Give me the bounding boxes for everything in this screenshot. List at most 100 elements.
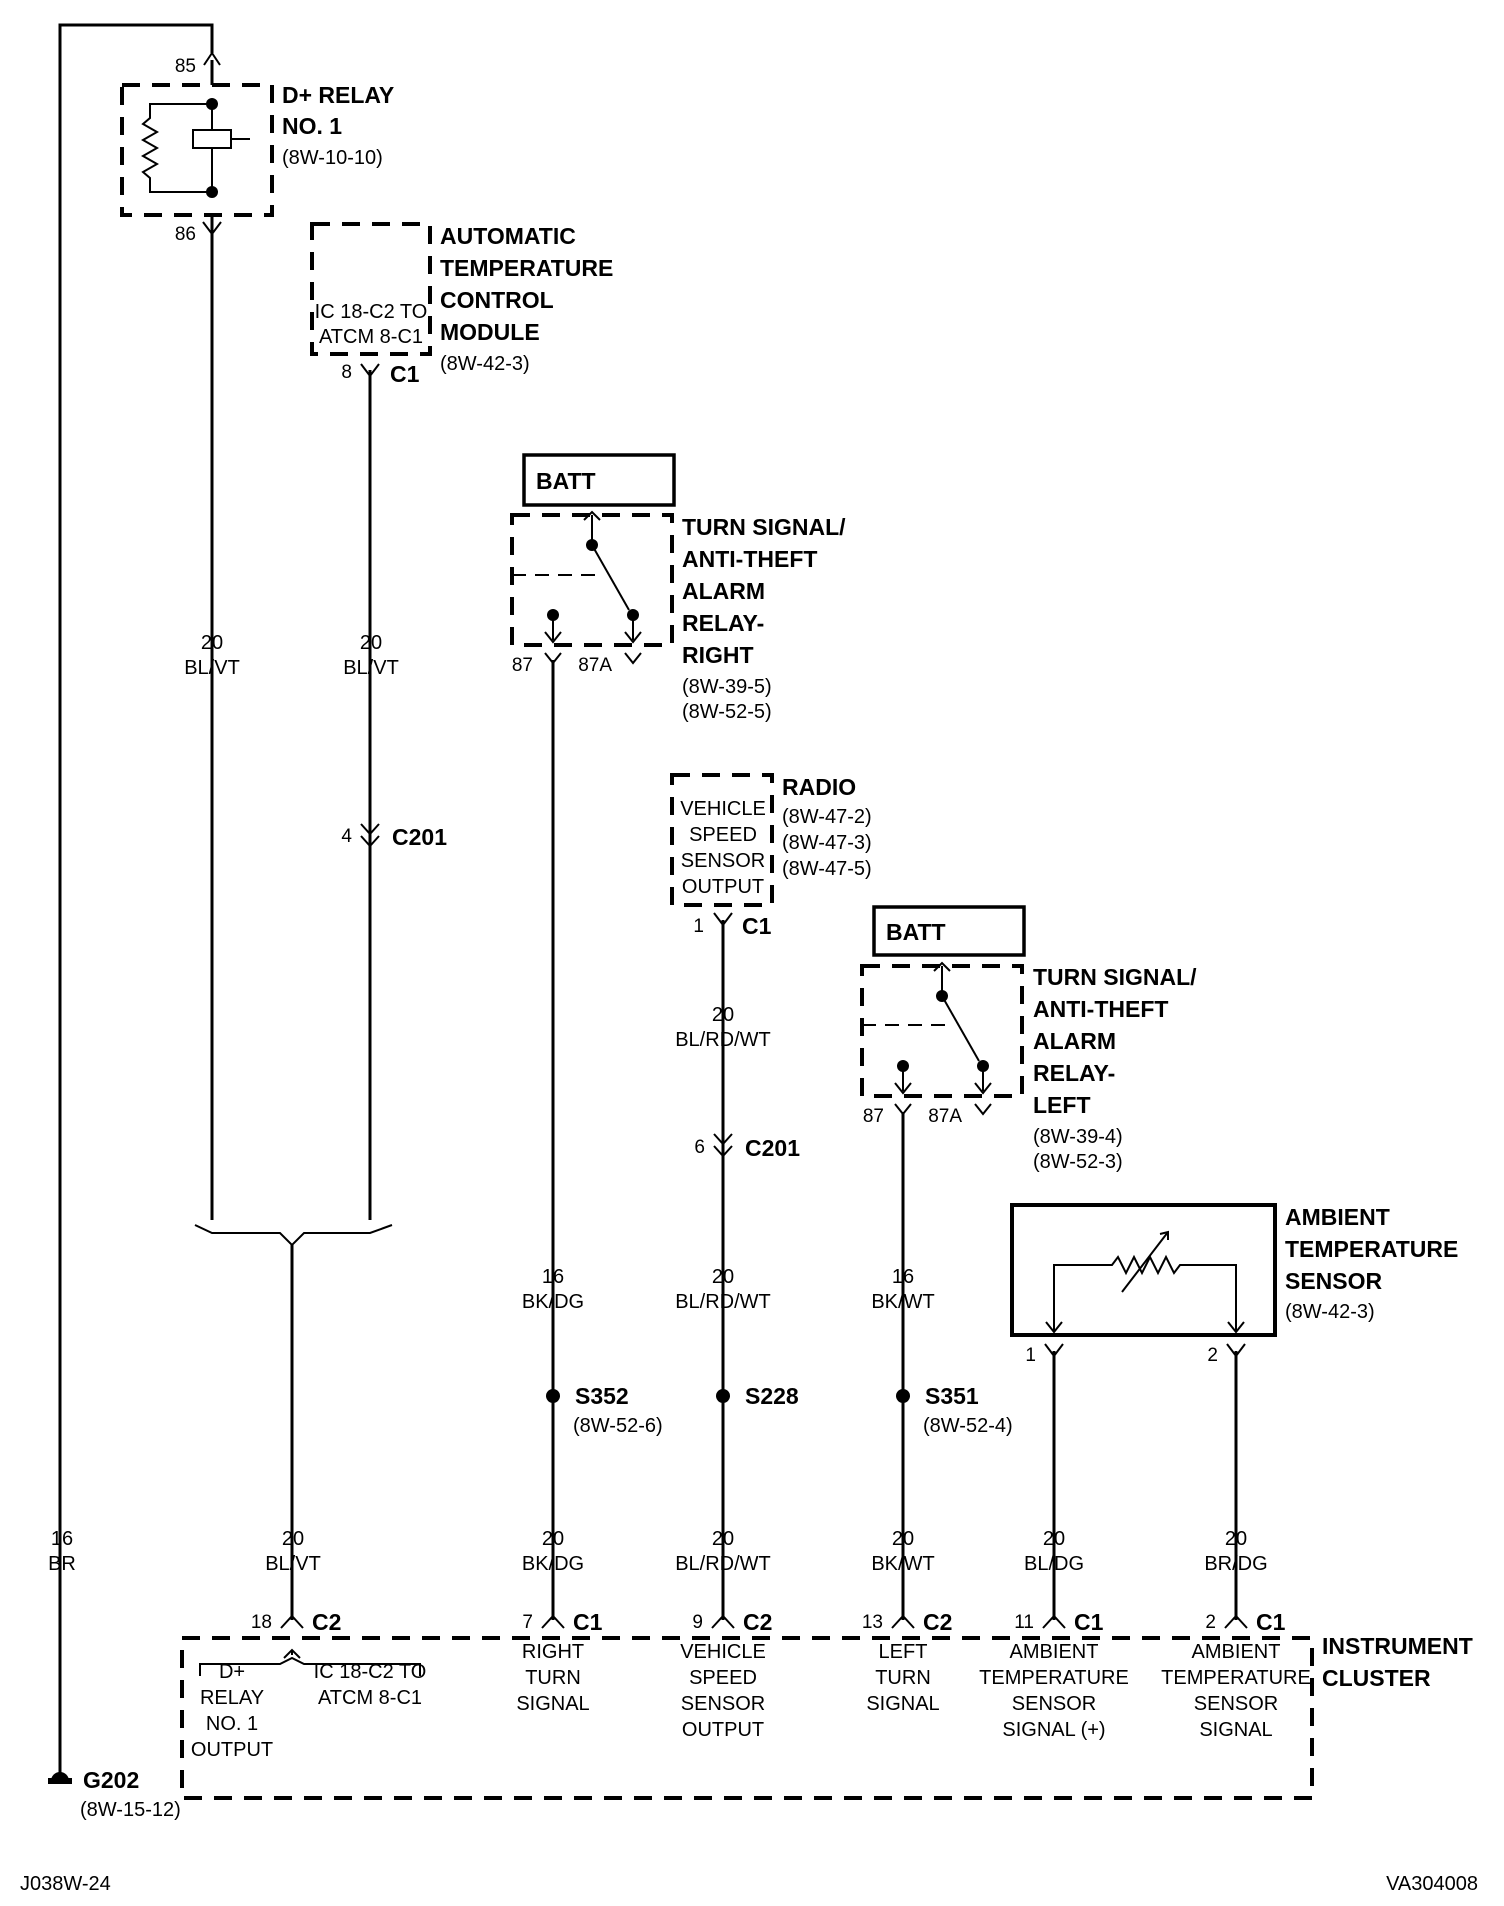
b2-gauge: 20: [542, 1528, 564, 1550]
b4-gauge: 20: [892, 1528, 914, 1550]
cluster-fn-a1-4: SIGNAL (+): [1002, 1719, 1105, 1741]
w1-color: BL/VT: [184, 657, 240, 679]
c201-a-pin: 4: [341, 826, 352, 847]
ground-ref: (8W-15-12): [80, 1799, 181, 1821]
s228-splice: [716, 1389, 730, 1403]
c201-b-pin: 6: [694, 1137, 705, 1158]
cluster-title-2: CLUSTER: [1322, 1665, 1431, 1691]
d-relay-title-2: NO. 1: [282, 113, 342, 139]
ts-left-pin-87a: 87A: [928, 1106, 962, 1127]
cluster-fn-a2-3: SENSOR: [1194, 1693, 1278, 1715]
ts-left-title-1: TURN SIGNAL/: [1033, 964, 1197, 990]
cluster-fn-d-4: OUTPUT: [191, 1739, 273, 1761]
cluster-pin-7: 7: [522, 1612, 533, 1633]
s228-label: S228: [745, 1383, 799, 1409]
radio-inner-1: VEHICLE: [680, 798, 766, 820]
atc-title-2: TEMPERATURE: [440, 255, 613, 281]
ambient-title-2: TEMPERATURE: [1285, 1236, 1458, 1262]
w1-gauge: 20: [201, 632, 223, 654]
cluster-fn-rt-3: SIGNAL: [516, 1693, 589, 1715]
cluster-conn-4: C2: [923, 1609, 952, 1635]
w4-color: BL/RD/WT: [675, 1029, 771, 1051]
ts-right-relay-symbol: [510, 510, 674, 1620]
radio-pin: 1: [693, 916, 704, 937]
cluster-fn-rt-2: TURN: [525, 1667, 581, 1689]
ts-right-title-5: RIGHT: [682, 642, 754, 668]
radio-ref-3: (8W-47-5): [782, 858, 872, 880]
cluster-fn-vs-4: OUTPUT: [682, 1719, 764, 1741]
s351-label: S351: [925, 1383, 979, 1409]
w3-gauge: 16: [542, 1266, 564, 1288]
cluster-fn-lt-2: TURN: [875, 1667, 931, 1689]
radio-ref-1: (8W-47-2): [782, 806, 872, 828]
radio-title: RADIO: [782, 774, 856, 800]
ground-wire-color: BR: [48, 1553, 76, 1575]
ambient-title-1: AMBIENT: [1285, 1204, 1390, 1230]
ambient-pin-2: 2: [1207, 1345, 1218, 1366]
c201-a-label: C201: [392, 824, 447, 850]
b5-color: BL/DG: [1024, 1553, 1084, 1575]
ts-left-batt: BATT: [886, 919, 946, 945]
footer-left-id: J038W-24: [20, 1873, 111, 1895]
ts-left-ref-2: (8W-52-3): [1033, 1151, 1123, 1173]
b6-gauge: 20: [1225, 1528, 1247, 1550]
ts-right-pin-87a: 87A: [578, 655, 612, 676]
ambient-pin-1: 1: [1025, 1345, 1036, 1366]
w2-color: BL/VT: [343, 657, 399, 679]
ts-right-title-3: ALARM: [682, 578, 765, 604]
b4-color: BK/WT: [871, 1553, 934, 1575]
radio-inner-3: SENSOR: [681, 850, 765, 872]
ts-right-batt-box: [522, 453, 676, 507]
s351-splice: [896, 1389, 910, 1403]
atc-title-3: CONTROL: [440, 287, 554, 313]
cluster-fn-lt-1: LEFT: [879, 1641, 928, 1663]
cluster-pin-11: 11: [1014, 1612, 1034, 1633]
cluster-fn-ic-1: IC 18-C2 TO: [314, 1661, 427, 1683]
w5-gauge: 20: [712, 1266, 734, 1288]
radio-inner-4: OUTPUT: [682, 876, 764, 898]
c201-connector-a: [360, 823, 380, 848]
cluster-fn-rt-1: RIGHT: [522, 1641, 584, 1663]
ts-right-pin-87: 87: [512, 655, 533, 676]
b3-gauge: 20: [712, 1528, 734, 1550]
ts-left-ref-1: (8W-39-4): [1033, 1126, 1123, 1148]
instrument-cluster-box: [180, 1614, 1314, 1800]
cluster-fn-lt-3: SIGNAL: [866, 1693, 939, 1715]
atc-inner-2: ATCM 8-C1: [319, 326, 423, 348]
cluster-pin-18: 18: [251, 1612, 272, 1633]
radio-inner-2: SPEED: [689, 824, 757, 846]
cluster-title-1: INSTRUMENT: [1322, 1633, 1473, 1659]
ground-label: G202: [83, 1767, 139, 1793]
atc-title-1: AUTOMATIC: [440, 223, 576, 249]
cluster-fn-ic-2: ATCM 8-C1: [318, 1687, 422, 1709]
cluster-conn-1: C2: [312, 1609, 341, 1635]
d-relay-ref: (8W-10-10): [282, 147, 383, 169]
cluster-fn-d-1: D+: [219, 1661, 245, 1683]
cluster-fn-a2-2: TEMPERATURE: [1161, 1667, 1311, 1689]
cluster-conn-2: C1: [573, 1609, 603, 1635]
ts-right-title-1: TURN SIGNAL/: [682, 514, 846, 540]
cluster-conn-5: C1: [1074, 1609, 1104, 1635]
ts-right-ref-1: (8W-39-5): [682, 676, 772, 698]
cluster-fn-vs-3: SENSOR: [681, 1693, 765, 1715]
ts-left-title-5: LEFT: [1033, 1092, 1091, 1118]
cluster-conn-3: C2: [743, 1609, 772, 1635]
cluster-fn-a1-2: TEMPERATURE: [979, 1667, 1129, 1689]
cluster-fn-a1-1: AMBIENT: [1010, 1641, 1099, 1663]
ts-left-pin-87: 87: [863, 1106, 884, 1127]
b3-color: BL/RD/WT: [675, 1553, 771, 1575]
ts-left-title-3: ALARM: [1033, 1028, 1116, 1054]
ground-wire-gauge: 16: [51, 1528, 73, 1550]
b1-color: BL/VT: [265, 1553, 321, 1575]
atc-inner-1: IC 18-C2 TO: [315, 301, 428, 323]
w6-color: BK/WT: [871, 1291, 934, 1313]
w6-gauge: 16: [892, 1266, 914, 1288]
b1-gauge: 20: [282, 1528, 304, 1550]
atc-module-box: [310, 222, 432, 1220]
cluster-pin-2: 2: [1205, 1612, 1216, 1633]
ts-left-relay-symbol: [860, 961, 1024, 1620]
d-relay-pin-86: 86: [175, 224, 196, 245]
atc-title-4: MODULE: [440, 319, 540, 345]
radio-ref-2: (8W-47-3): [782, 832, 872, 854]
ts-right-batt: BATT: [536, 468, 596, 494]
